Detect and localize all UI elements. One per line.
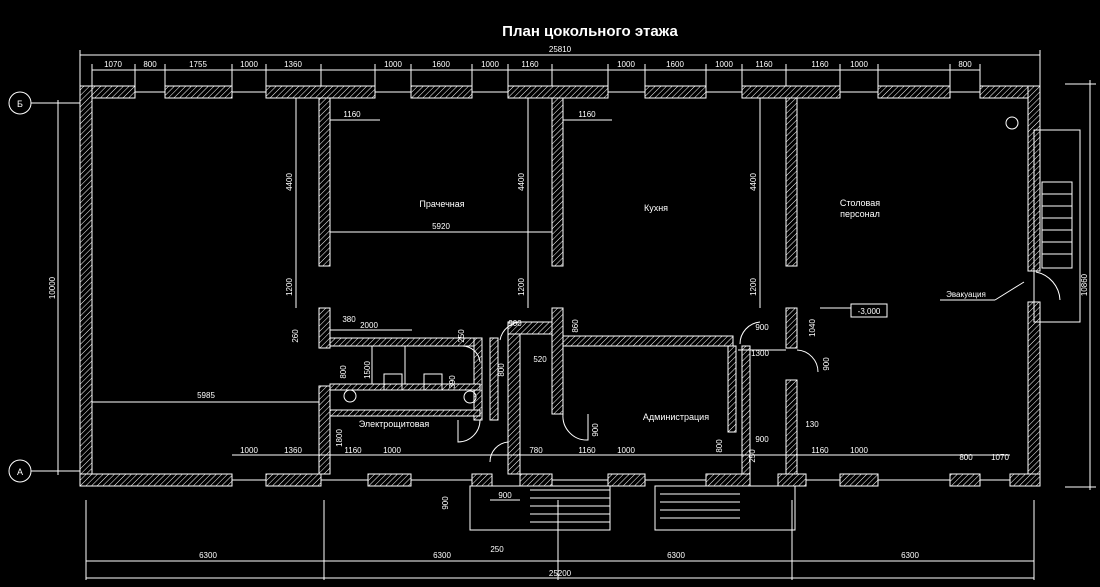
svg-text:6300: 6300 — [667, 551, 685, 560]
interior-dimensions: 1160 1160 4400 4400 4400 5920 1200 1200 … — [92, 98, 831, 554]
overall-left-dimension: 10000 — [48, 100, 78, 475]
evacuation-label: Эвакуация — [946, 290, 986, 299]
svg-text:860: 860 — [571, 319, 580, 333]
svg-text:1160: 1160 — [811, 60, 829, 69]
svg-text:1200: 1200 — [285, 278, 294, 296]
svg-text:250: 250 — [490, 545, 504, 554]
room-electric: Электрощитовая — [359, 419, 430, 429]
svg-text:10860: 10860 — [1080, 273, 1089, 296]
svg-text:900: 900 — [441, 496, 450, 510]
svg-text:6300: 6300 — [433, 551, 451, 560]
svg-text:130: 130 — [805, 420, 819, 429]
svg-text:А: А — [17, 467, 23, 477]
svg-text:6300: 6300 — [199, 551, 217, 560]
svg-text:800: 800 — [497, 363, 506, 377]
svg-text:1300: 1300 — [751, 349, 769, 358]
svg-text:1000: 1000 — [850, 446, 868, 455]
svg-text:1160: 1160 — [521, 60, 539, 69]
svg-text:1070: 1070 — [991, 453, 1009, 462]
room-laundry: Прачечная — [419, 199, 464, 209]
plan-title: План цокольного этажа — [502, 23, 678, 40]
door-swings — [343, 116, 1019, 463]
svg-text:1000: 1000 — [383, 446, 401, 455]
svg-text:1755: 1755 — [189, 60, 207, 69]
svg-text:1160: 1160 — [344, 446, 362, 455]
svg-text:1000: 1000 — [617, 60, 635, 69]
svg-text:1160: 1160 — [578, 110, 596, 119]
svg-text:1000: 1000 — [850, 60, 868, 69]
svg-text:1160: 1160 — [578, 446, 596, 455]
svg-text:1000: 1000 — [715, 60, 733, 69]
interior-walls — [318, 97, 798, 475]
bottom-segment-dimensions: 1000 1360 1160 1000 780 1160 1000 1160 1… — [232, 446, 1010, 462]
svg-text:780: 780 — [529, 446, 543, 455]
overall-top-label: 25810 — [549, 45, 572, 54]
svg-text:-3,000: -3,000 — [858, 307, 881, 316]
overall-right-dimension: 10860 — [1065, 80, 1096, 490]
room-admin: Администрация — [643, 412, 709, 422]
svg-text:1200: 1200 — [517, 278, 526, 296]
svg-text:1360: 1360 — [284, 446, 302, 455]
svg-text:4400: 4400 — [285, 173, 294, 191]
svg-text:1070: 1070 — [104, 60, 122, 69]
svg-text:4400: 4400 — [517, 173, 526, 191]
svg-text:250: 250 — [748, 449, 757, 463]
staircase-bottom — [469, 485, 796, 531]
svg-text:800: 800 — [959, 453, 973, 462]
svg-text:1160: 1160 — [755, 60, 773, 69]
svg-text:800: 800 — [143, 60, 157, 69]
room-dining-line2: персонал — [840, 209, 880, 219]
svg-text:1000: 1000 — [617, 446, 635, 455]
svg-text:10000: 10000 — [48, 276, 57, 299]
svg-text:25200: 25200 — [549, 569, 572, 578]
svg-text:900: 900 — [498, 491, 512, 500]
svg-text:900: 900 — [822, 357, 831, 371]
svg-text:1000: 1000 — [384, 60, 402, 69]
svg-text:5985: 5985 — [197, 391, 215, 400]
svg-text:800: 800 — [715, 439, 724, 453]
svg-text:1000: 1000 — [240, 60, 258, 69]
overall-bottom-dimension: 25200 — [86, 569, 1034, 579]
svg-text:900: 900 — [508, 319, 522, 328]
svg-text:1040: 1040 — [808, 319, 817, 337]
svg-text:520: 520 — [533, 355, 547, 364]
svg-text:1800: 1800 — [335, 429, 344, 447]
svg-text:260: 260 — [291, 329, 300, 343]
exterior-walls — [79, 85, 1041, 487]
svg-text:1600: 1600 — [666, 60, 684, 69]
svg-text:800: 800 — [339, 365, 348, 379]
svg-text:4400: 4400 — [749, 173, 758, 191]
svg-text:Б: Б — [17, 99, 23, 109]
fixtures — [383, 373, 443, 391]
room-kitchen: Кухня — [644, 203, 668, 213]
svg-text:1000: 1000 — [240, 446, 258, 455]
level-mark: -3,000 — [820, 303, 888, 318]
staircase-right — [1033, 129, 1081, 323]
axis-spacing-dimensions: 6300 6300 6300 6300 — [85, 500, 1035, 580]
svg-text:800: 800 — [958, 60, 972, 69]
svg-text:900: 900 — [755, 323, 769, 332]
svg-text:1000: 1000 — [481, 60, 499, 69]
svg-text:1500: 1500 — [363, 361, 372, 379]
svg-text:250: 250 — [457, 329, 466, 343]
svg-text:6300: 6300 — [901, 551, 919, 560]
svg-text:5920: 5920 — [432, 222, 450, 231]
svg-text:900: 900 — [591, 423, 600, 437]
svg-text:1600: 1600 — [432, 60, 450, 69]
svg-text:380: 380 — [342, 315, 356, 324]
svg-text:900: 900 — [755, 435, 769, 444]
svg-text:1160: 1160 — [343, 110, 361, 119]
svg-text:1200: 1200 — [749, 278, 758, 296]
evacuation-arrow — [994, 281, 1025, 301]
svg-text:1160: 1160 — [811, 446, 829, 455]
svg-text:2000: 2000 — [360, 321, 378, 330]
svg-text:1360: 1360 — [284, 60, 302, 69]
svg-text:390: 390 — [448, 375, 457, 389]
room-dining-line1: Столовая — [840, 198, 880, 208]
